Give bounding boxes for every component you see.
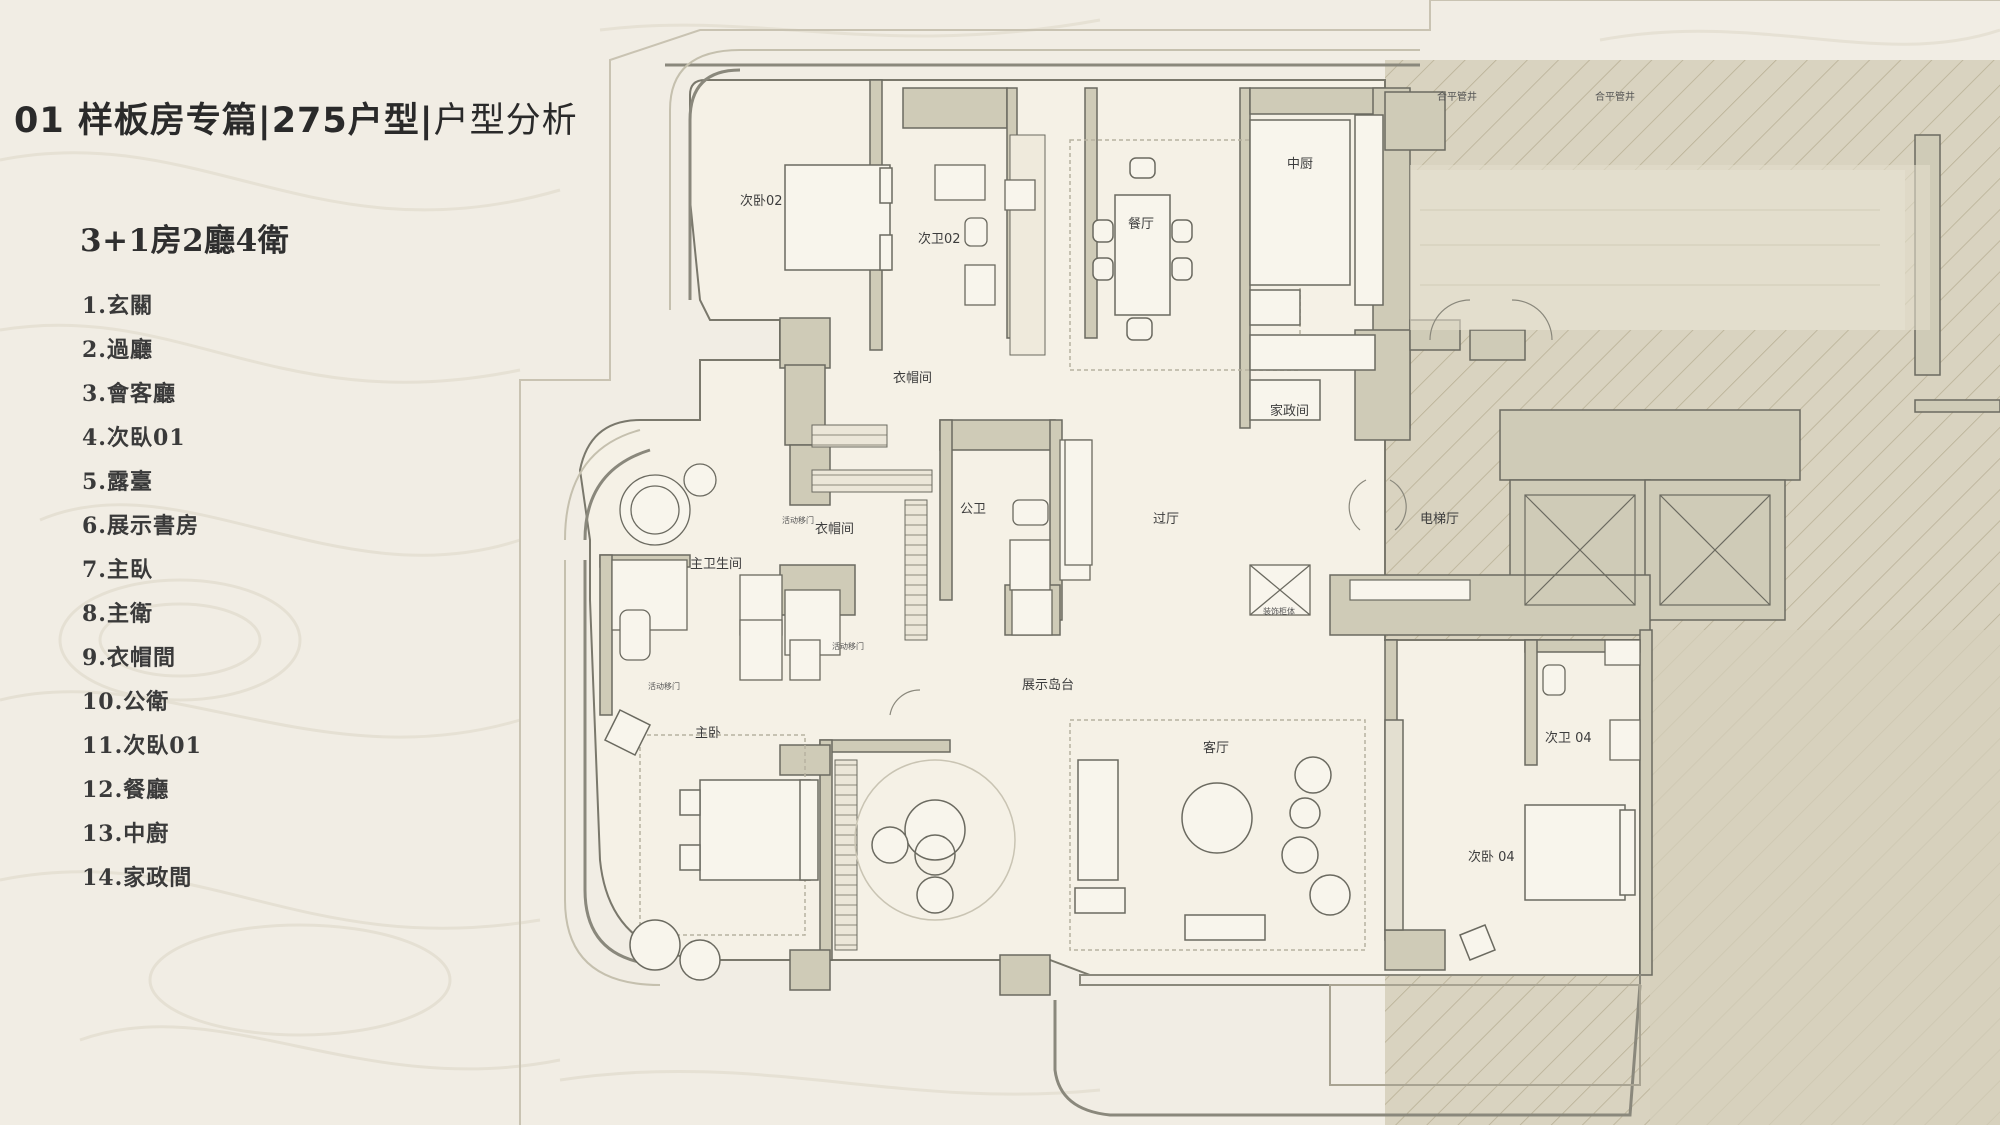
bedroom2-furniture (784, 164, 893, 271)
label-foyer: 过厅 (1153, 512, 1180, 527)
title-prefix: 01 样板房专篇 (14, 101, 258, 141)
label-housekeeping: 家政间 (1270, 404, 1310, 419)
room-list-item: 7.主臥 (82, 557, 153, 583)
room-list-item: 9.衣帽間 (82, 645, 176, 671)
kitchen-furniture (1249, 114, 1384, 421)
room-list-item: 1.玄關 (82, 293, 153, 319)
room-list-item: 3.會客廳 (82, 381, 176, 407)
title-separator-2: | (419, 101, 434, 141)
site-boundary (519, 0, 2000, 1125)
label-bedroom2: 次卧02 (740, 194, 783, 209)
label-cloak2: 衣帽间 (815, 522, 855, 537)
label-shaft-1: 合平管井 (1437, 92, 1477, 103)
label-bath2: 次卫02 (918, 232, 961, 247)
label-kitchen: 中厨 (1287, 157, 1314, 172)
label-bath4: 次卫 04 (1545, 731, 1592, 746)
layout-summary: 3+1房2廳4衛 (80, 223, 290, 259)
room-list: 1.玄關 2.過廳 3.會客廳 4.次臥01 5.露臺 6.展示書房 7.主臥 … (82, 292, 202, 908)
label-shaft-2: 合平管井 (1595, 92, 1635, 103)
room-list-item: 11.次臥01 (82, 733, 202, 759)
room-list-item: 4.次臥01 (82, 425, 186, 451)
master-bedroom-furniture (603, 708, 819, 981)
room-list-item: 2.過廳 (82, 337, 153, 363)
label-sliding-door-2: 活动移门 (832, 642, 864, 651)
room-list-item: 13.中廚 (82, 821, 170, 847)
room-list-item: 10.公衛 (82, 689, 170, 715)
label-cloak1: 衣帽间 (893, 371, 933, 386)
study-furniture (854, 759, 1016, 921)
room-list-item: 5.露臺 (82, 469, 153, 495)
label-display-cabinet: 装饰柜体 (1263, 607, 1295, 616)
label-bedroom4: 次卧 04 (1468, 850, 1515, 865)
page-title: 01 样板房专篇|275户型|户型分析 (14, 92, 578, 143)
room-list-item: 14.家政間 (82, 865, 193, 891)
room-list-item: 12.餐廳 (82, 777, 170, 803)
label-master-bedroom: 主卧 (695, 726, 722, 741)
label-living: 客厅 (1203, 741, 1230, 756)
label-public-bath: 公卫 (960, 502, 987, 517)
bath2-fixtures (934, 164, 1036, 306)
balcony (1079, 974, 1641, 1086)
label-sliding-door-1: 活动移门 (782, 516, 814, 525)
title-unit: 275户型 (271, 101, 420, 141)
title-suffix: 户型分析 (433, 101, 578, 141)
label-elevator-hall: 电梯厅 (1420, 512, 1460, 527)
bedroom4-furniture (1459, 804, 1636, 961)
room-list-item: 6.展示書房 (82, 513, 199, 539)
label-master-bath: 主卫生间 (690, 557, 743, 572)
bath4-fixtures (1542, 639, 1641, 761)
door-swings (889, 299, 1553, 716)
label-dining: 餐厅 (1128, 217, 1155, 232)
closets (811, 134, 1046, 951)
title-separator-1: | (257, 101, 272, 141)
room-list-item: 8.主衛 (82, 601, 153, 627)
living-furniture (1069, 719, 1404, 951)
foyer-cabinet (1064, 439, 1311, 616)
elevator-shafts (1349, 494, 1771, 606)
label-sliding-door-3: 活动移门 (648, 682, 680, 691)
master-bath-fixtures (611, 463, 841, 681)
label-display-island: 展示岛台 (1022, 678, 1075, 693)
